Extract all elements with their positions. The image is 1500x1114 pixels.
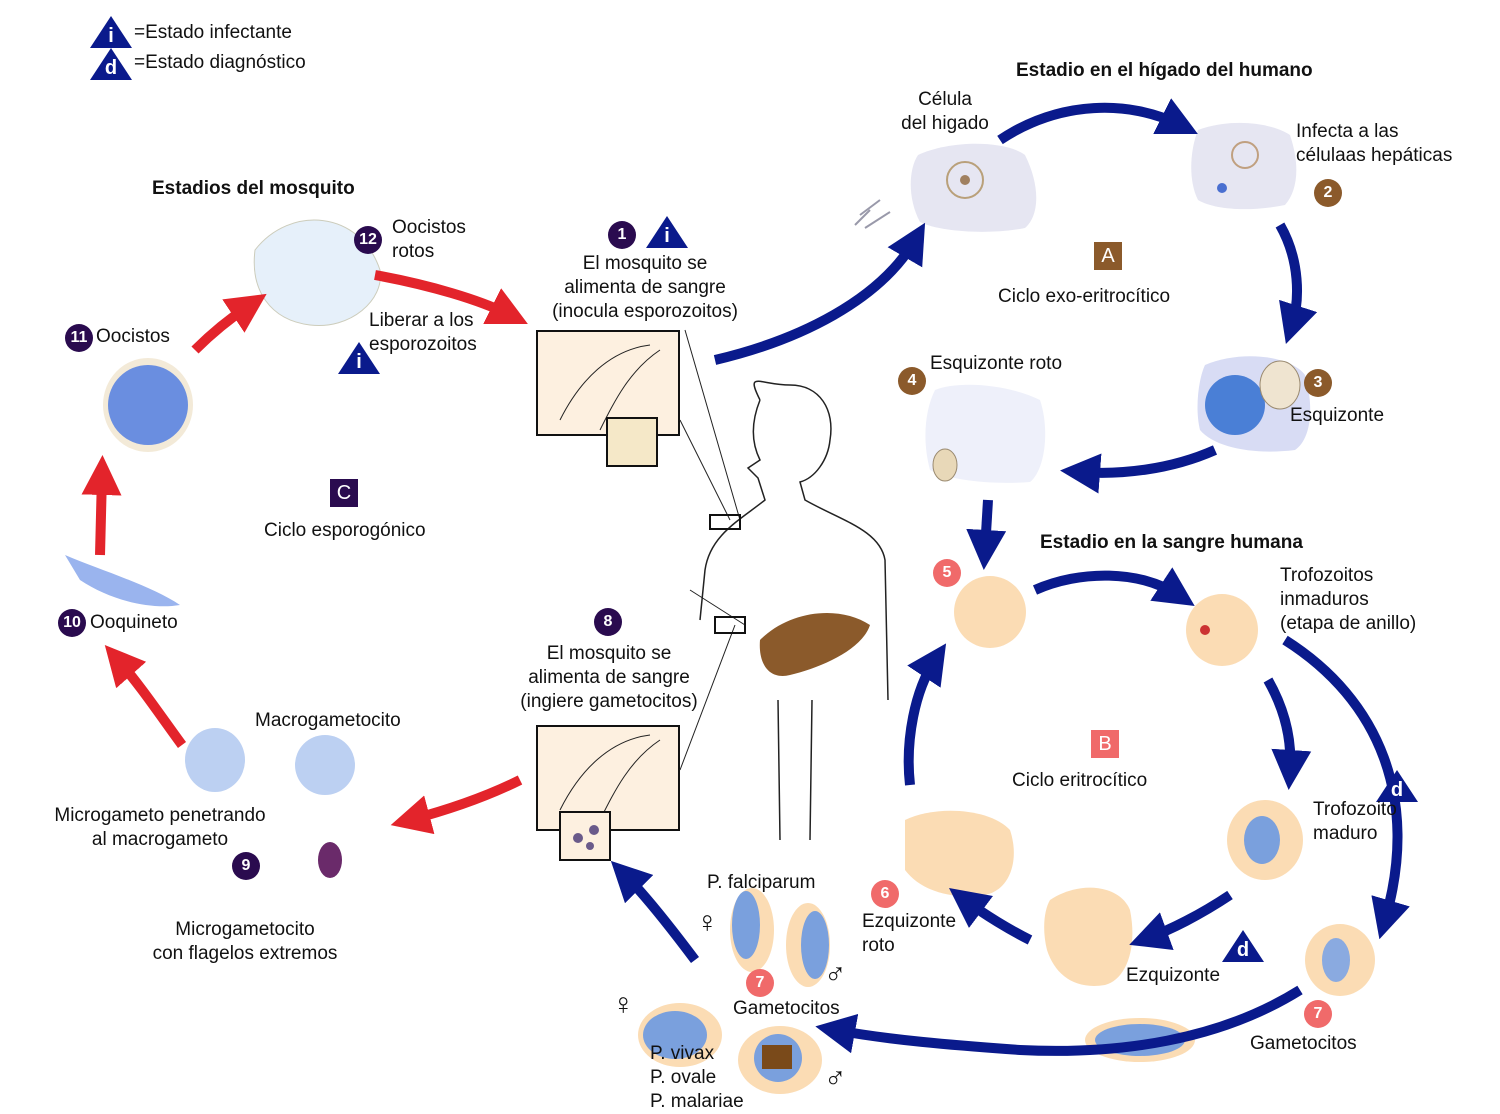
infective-stage-icon: i — [88, 14, 134, 50]
infective-stage-icon: i — [336, 340, 382, 376]
diagnostic-stage-icon: d — [1374, 768, 1420, 804]
diagnostic-stage-icon: d — [88, 46, 134, 82]
liver-schizont — [1197, 356, 1311, 452]
blue-arrows — [610, 98, 1410, 1056]
stage-3-label: Esquizonte — [1290, 405, 1385, 426]
stage-2-badge: 2 — [1314, 179, 1342, 207]
red-arrows — [81, 270, 528, 835]
mosquito-stage-title: Estadios del mosquito — [152, 178, 355, 199]
liver-organ — [759, 613, 870, 676]
cycle-c-badge: C — [330, 479, 358, 507]
stage-10-label: Ooquineto — [90, 612, 178, 633]
stage-8-badge: 8 — [594, 608, 622, 636]
human-silhouette — [699, 380, 889, 841]
liver-stage-title: Estadio en el hígado del humano — [1016, 60, 1313, 81]
infected-liver-cell — [1191, 122, 1297, 210]
legend-diagnostic-label: =Estado diagnóstico — [134, 52, 306, 73]
liver-cell — [854, 143, 1037, 232]
female-symbol: ♀ — [612, 988, 635, 1021]
stage-6-badge: 6 — [871, 880, 899, 908]
stage-4-badge: 4 — [898, 367, 926, 395]
stage-5-badge: 5 — [933, 559, 961, 587]
stage-11-label: Oocistos — [96, 326, 170, 347]
ruptured-schizont — [925, 384, 1046, 483]
blood-stage-title: Estadio en la sangre humana — [1040, 532, 1303, 553]
mosquito-bite-box-bottom — [536, 589, 746, 861]
infective-stage-icon: i — [644, 214, 690, 250]
diagnostic-stage-icon: d — [1220, 928, 1266, 964]
cycle-c-label: Ciclo esporogónico — [264, 520, 426, 541]
stage-7-label: Gametocitos — [1250, 1033, 1357, 1054]
stage-9-badge: 9 — [232, 852, 260, 880]
female-symbol: ♀ — [696, 906, 719, 939]
stage-7-badge: 7 — [1304, 1000, 1332, 1028]
cycle-b-badge: B — [1091, 730, 1119, 758]
falciparum-label: P. falciparum — [707, 872, 816, 893]
cycle-b-label: Ciclo eritrocítico — [1012, 770, 1148, 791]
gametocytes-label: Gametocitos — [733, 998, 840, 1019]
schizont-label: Ezquizonte — [1126, 965, 1221, 986]
cycle-a-badge: A — [1094, 242, 1122, 270]
stage-3-badge: 3 — [1304, 369, 1332, 397]
mosquito-bite-box-top — [536, 329, 741, 530]
stage-11-badge: 11 — [65, 324, 93, 352]
male-symbol: ♂ — [824, 1062, 847, 1095]
cycle-a-label: Ciclo exo-eritrocítico — [998, 286, 1171, 307]
stage-7-badge: 7 — [746, 969, 774, 997]
macrogametocyte-label: Macrogametocito — [255, 710, 401, 731]
stage-4-label: Esquizonte roto — [930, 353, 1063, 374]
mosquito-stage-cells — [65, 219, 381, 878]
male-symbol: ♂ — [824, 958, 847, 991]
stage-10-badge: 10 — [58, 609, 86, 637]
stage-1-badge: 1 — [608, 221, 636, 249]
legend-infective-label: =Estado infectante — [134, 22, 292, 43]
stage-12-badge: 12 — [354, 226, 382, 254]
